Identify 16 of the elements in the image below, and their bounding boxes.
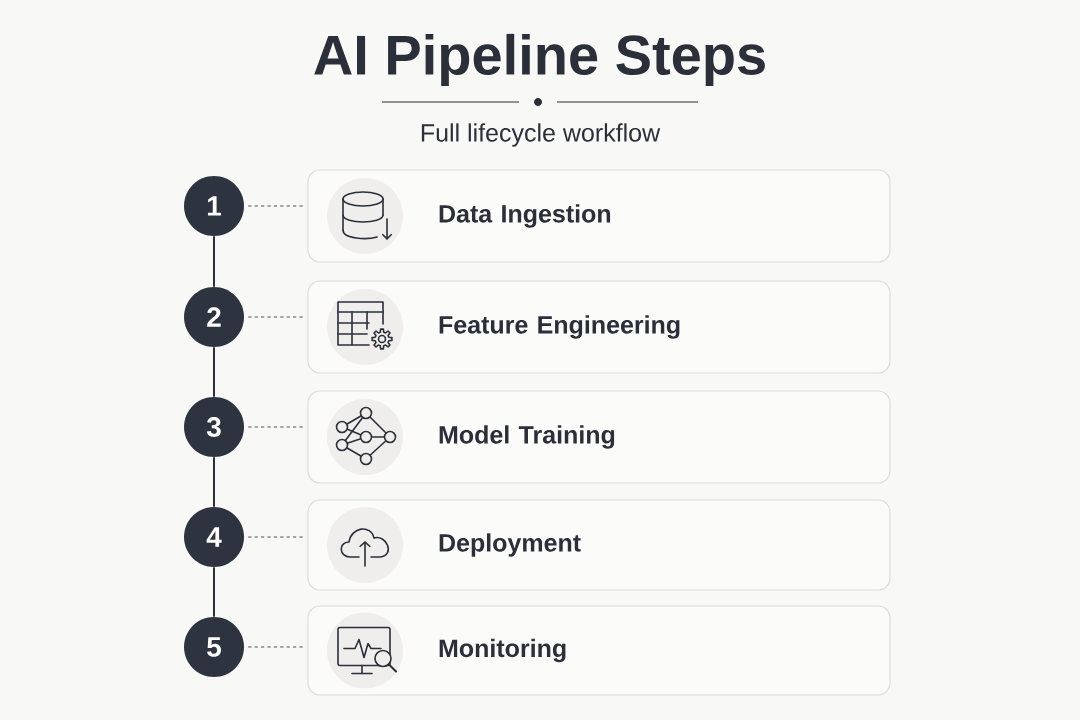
subtitle: Full lifecycle workflow bbox=[421, 123, 661, 147]
step-card: Model Training bbox=[307, 390, 891, 484]
dotted-line bbox=[247, 205, 304, 207]
connector-line bbox=[213, 456, 215, 508]
step-card: Data Ingestion bbox=[307, 169, 891, 263]
dotted-line bbox=[247, 646, 304, 648]
step-card: Feature Engineering bbox=[307, 280, 891, 374]
connector-line bbox=[213, 566, 215, 618]
step-card: Deployment bbox=[307, 499, 891, 591]
dotted-line bbox=[247, 316, 304, 318]
step-card: Monitoring bbox=[307, 605, 891, 696]
title: AI Pipeline Steps bbox=[314, 33, 765, 87]
connector-line bbox=[213, 346, 215, 398]
dotted-line bbox=[247, 426, 304, 428]
connector-line bbox=[213, 235, 215, 288]
dotted-line bbox=[247, 536, 304, 538]
